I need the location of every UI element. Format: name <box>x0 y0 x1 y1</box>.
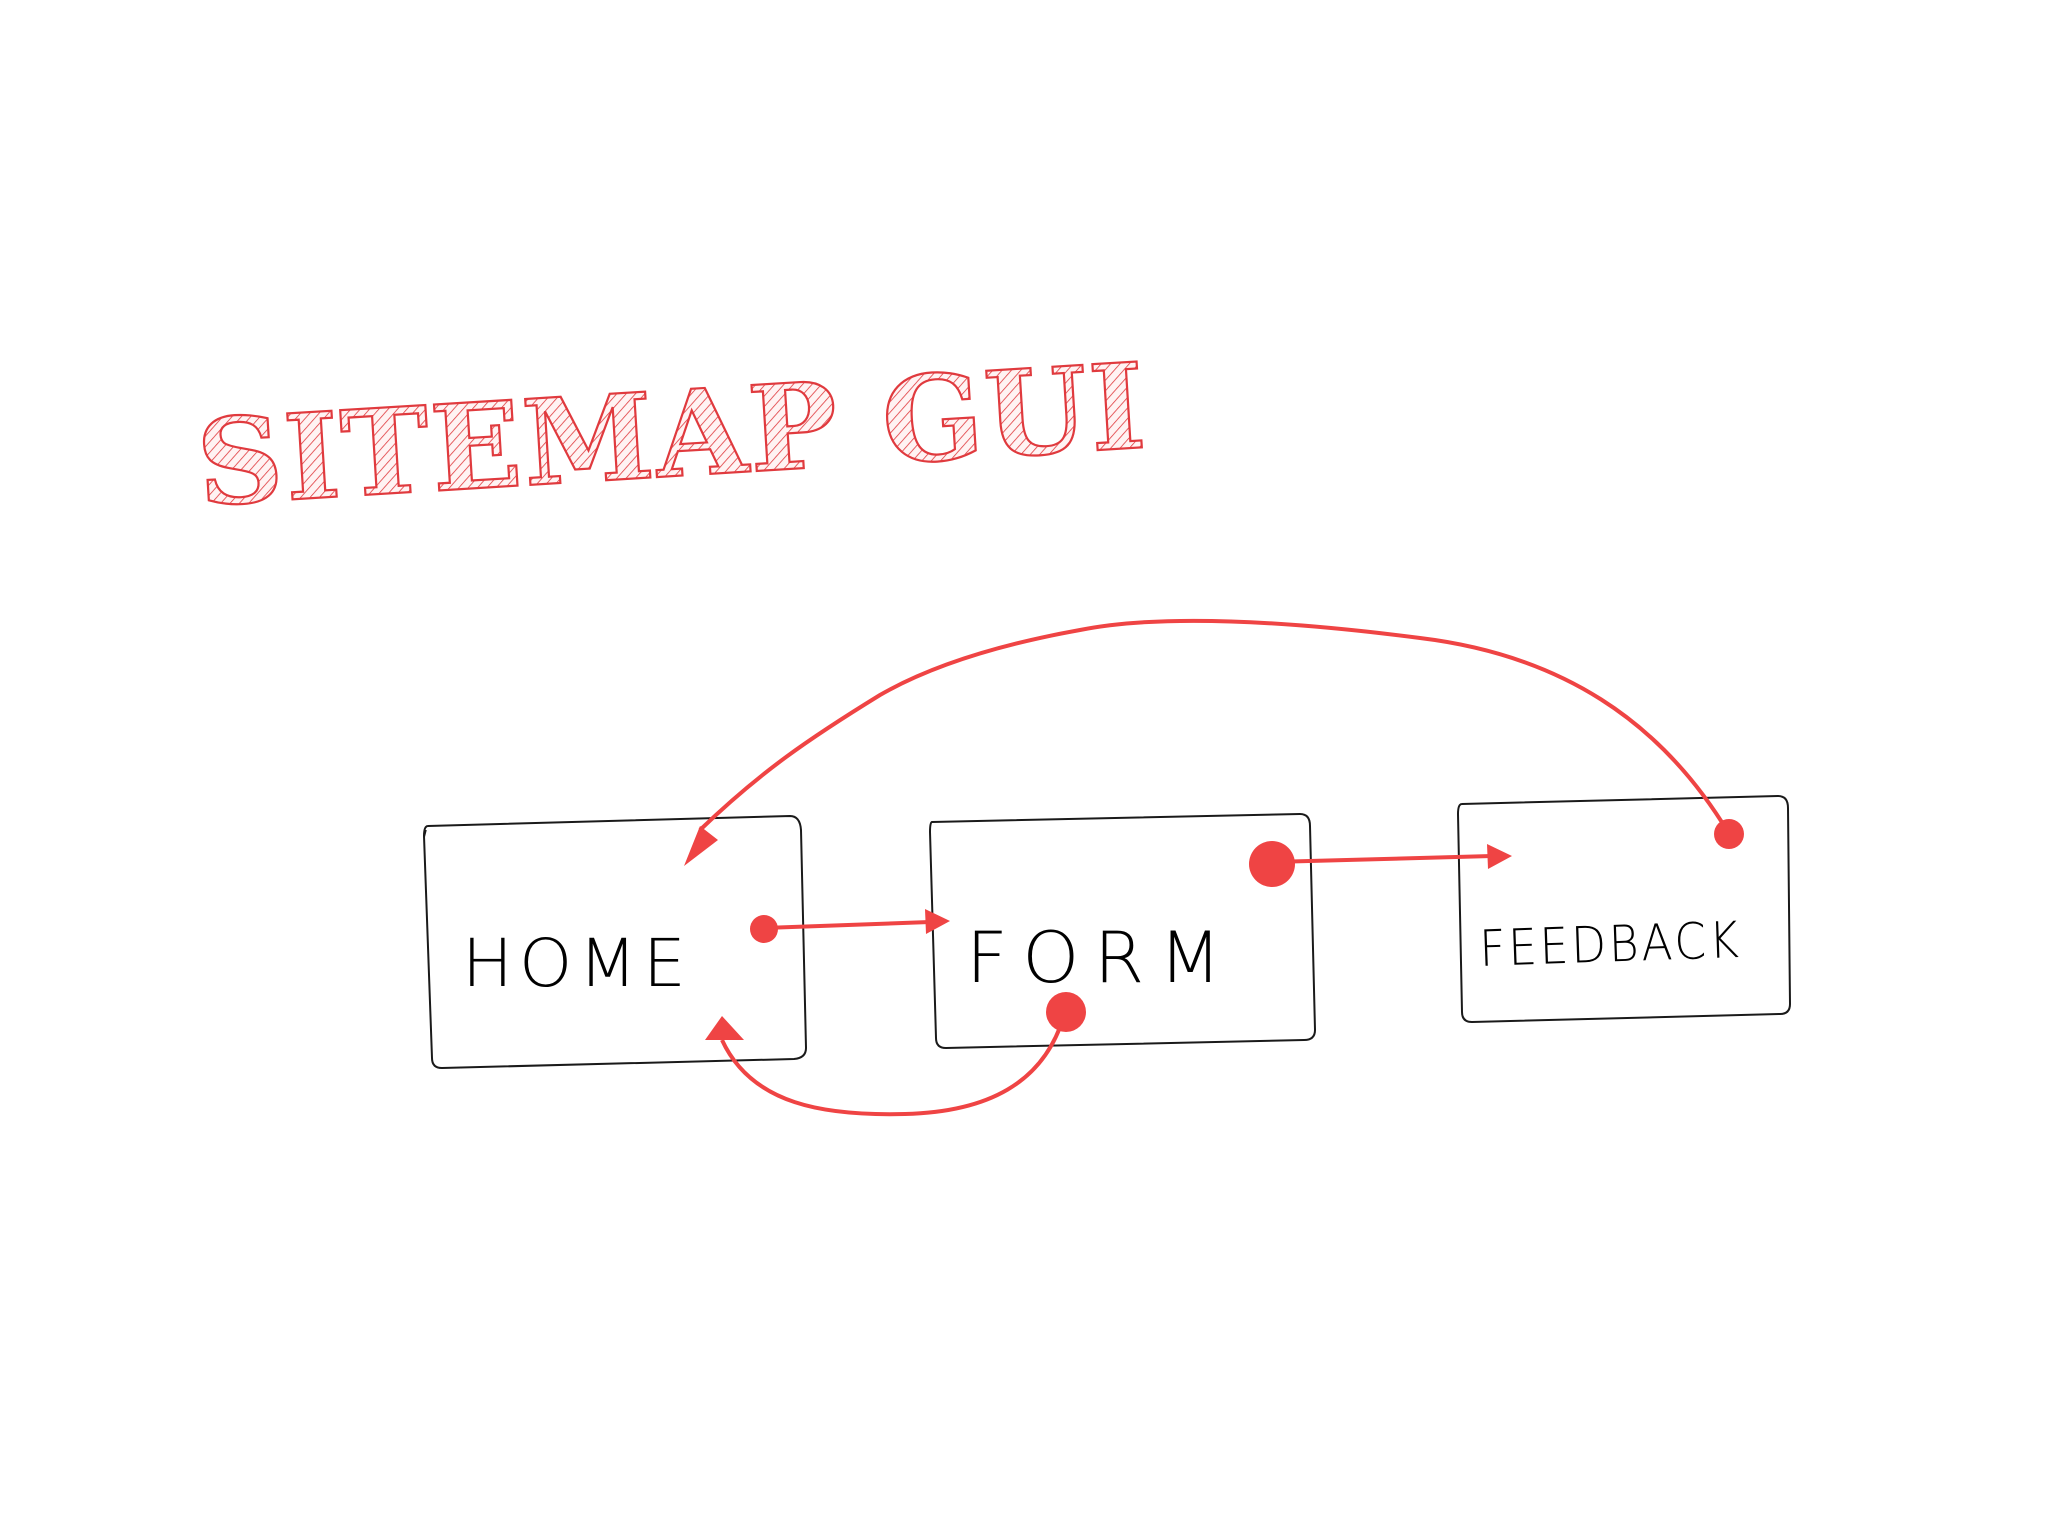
edge-form-to-feedback-start-dot <box>1249 841 1295 887</box>
node-feedback[interactable]: FEEDBACK <box>1456 794 1792 1024</box>
node-feedback-label: FEEDBACK <box>1478 911 1742 978</box>
edge-form-to-feedback-arrowhead <box>1487 844 1512 869</box>
node-feedback-box <box>1456 794 1792 1024</box>
title-text: SITEMAP GUI <box>193 336 1151 533</box>
edge-home-to-form-arrowhead <box>925 909 950 934</box>
node-home[interactable]: HOME <box>422 814 808 1070</box>
diagram-title: SITEMAP GUI <box>192 335 1152 534</box>
edge-feedback-to-home-start-dot <box>1714 819 1744 849</box>
node-form-label: FORM <box>966 917 1236 999</box>
edge-form-to-home-arrowhead <box>705 1016 744 1040</box>
edge-home-to-form <box>750 909 950 943</box>
edge-feedback-to-home <box>684 618 1744 866</box>
node-home-box <box>422 814 808 1070</box>
node-home-label: HOME <box>462 925 692 1002</box>
node-form-box <box>928 812 1317 1050</box>
edge-form-to-feedback <box>1249 841 1512 887</box>
edge-form-to-home <box>705 992 1086 1117</box>
edge-feedback-to-home-arrowhead <box>684 826 718 866</box>
node-form[interactable]: FORM <box>928 812 1317 1050</box>
edge-home-to-form-start-dot <box>750 915 778 943</box>
edge-form-to-home-start-dot <box>1046 992 1086 1032</box>
